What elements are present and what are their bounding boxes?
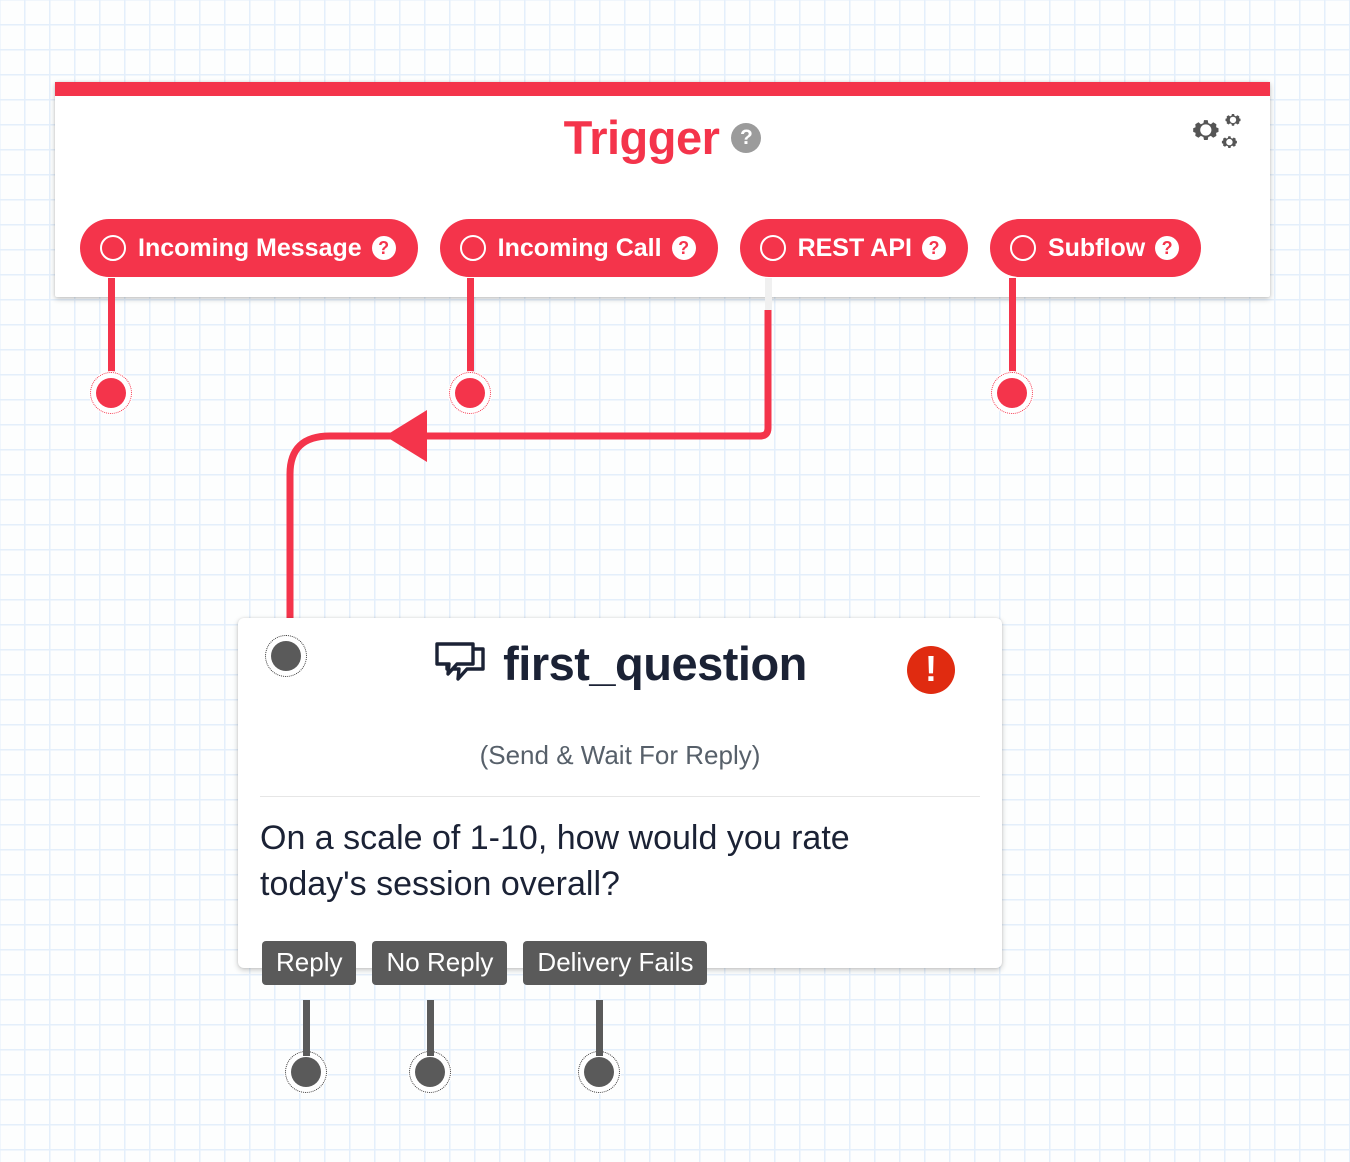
output-button-no-reply[interactable]: No Reply [372,941,508,985]
trigger-card-accent-bar [55,82,1270,96]
trigger-title-row: Trigger ? [55,114,1270,161]
output-port-incoming-message[interactable] [89,371,133,415]
wire-incoming-message [108,278,115,382]
output-button-label: Delivery Fails [537,947,694,977]
first-question-subtitle: (Send & Wait For Reply) [479,740,761,770]
trigger-option-label: Incoming Message [138,233,362,262]
connection-port-icon [415,1057,445,1087]
input-port-first-question[interactable] [264,634,308,678]
radio-circle-icon[interactable] [100,235,126,261]
wire-output-delivery-fails [596,1000,603,1056]
output-port-delivery-fails[interactable] [577,1050,621,1094]
first-question-title: first_question [503,637,807,690]
trigger-option-incoming-message[interactable]: Incoming Message ? [80,219,418,277]
cogs-icon[interactable] [1188,108,1248,162]
output-button-delivery-fails[interactable]: Delivery Fails [523,941,708,985]
output-button-label: No Reply [386,947,494,977]
trigger-option-label: Subflow [1047,233,1146,262]
connection-port-icon [271,641,301,671]
connection-port-icon [584,1057,614,1087]
wire-rest-api-stub [765,278,772,310]
radio-circle-icon[interactable] [459,235,486,261]
wire-incoming-call [467,278,474,382]
output-button-reply[interactable]: Reply [262,941,357,985]
comments-bubble-icon [433,641,489,687]
trigger-option-label: REST API [797,233,912,262]
trigger-option-rest-api[interactable]: REST API ? [739,219,968,277]
connection-port-icon [455,378,485,408]
card-divider [260,796,980,797]
wire-output-no-reply [427,1000,434,1056]
trigger-option-label: Incoming Call [497,233,662,262]
connection-port-icon [291,1057,321,1087]
trigger-option-incoming-call[interactable]: Incoming Call ? [439,219,718,277]
radio-circle-icon[interactable] [759,235,786,261]
output-port-reply[interactable] [284,1050,328,1094]
trigger-options-row: Incoming Message ? Incoming Call ? REST … [80,219,1202,277]
output-button-label: Reply [276,947,343,977]
output-port-no-reply[interactable] [408,1050,452,1094]
trigger-card[interactable]: Trigger ? Incoming Message ? [55,82,1270,297]
radio-circle-icon[interactable] [1009,235,1036,261]
output-port-subflow[interactable] [990,371,1034,415]
connection-port-icon [96,378,126,408]
help-circle-icon[interactable]: ? [371,236,396,260]
wire-output-reply [303,1000,310,1056]
first-question-outputs-row: Reply No Reply Delivery Fails [262,941,708,985]
wire-subflow [1009,278,1016,382]
connector-rest-api-to-first-question[interactable] [255,288,815,648]
help-circle-icon[interactable]: ? [1155,236,1180,260]
help-circle-icon[interactable]: ? [731,122,762,153]
first-question-card[interactable]: first_question ! (Send & Wait For Reply)… [238,618,1002,968]
first-question-header: first_question [238,640,1002,687]
page-title: Trigger [563,111,720,164]
help-circle-icon[interactable]: ? [921,236,946,260]
output-port-incoming-call[interactable] [448,371,492,415]
trigger-option-subflow[interactable]: Subflow ? [989,219,1202,277]
exclamation-glyph: ! [925,648,937,689]
exclamation-icon[interactable]: ! [907,646,955,694]
connector-arrowhead [385,410,427,462]
connection-port-icon [997,378,1027,408]
help-circle-icon[interactable]: ? [671,236,696,260]
first-question-body-text: On a scale of 1-10, how would you rate t… [260,819,850,903]
